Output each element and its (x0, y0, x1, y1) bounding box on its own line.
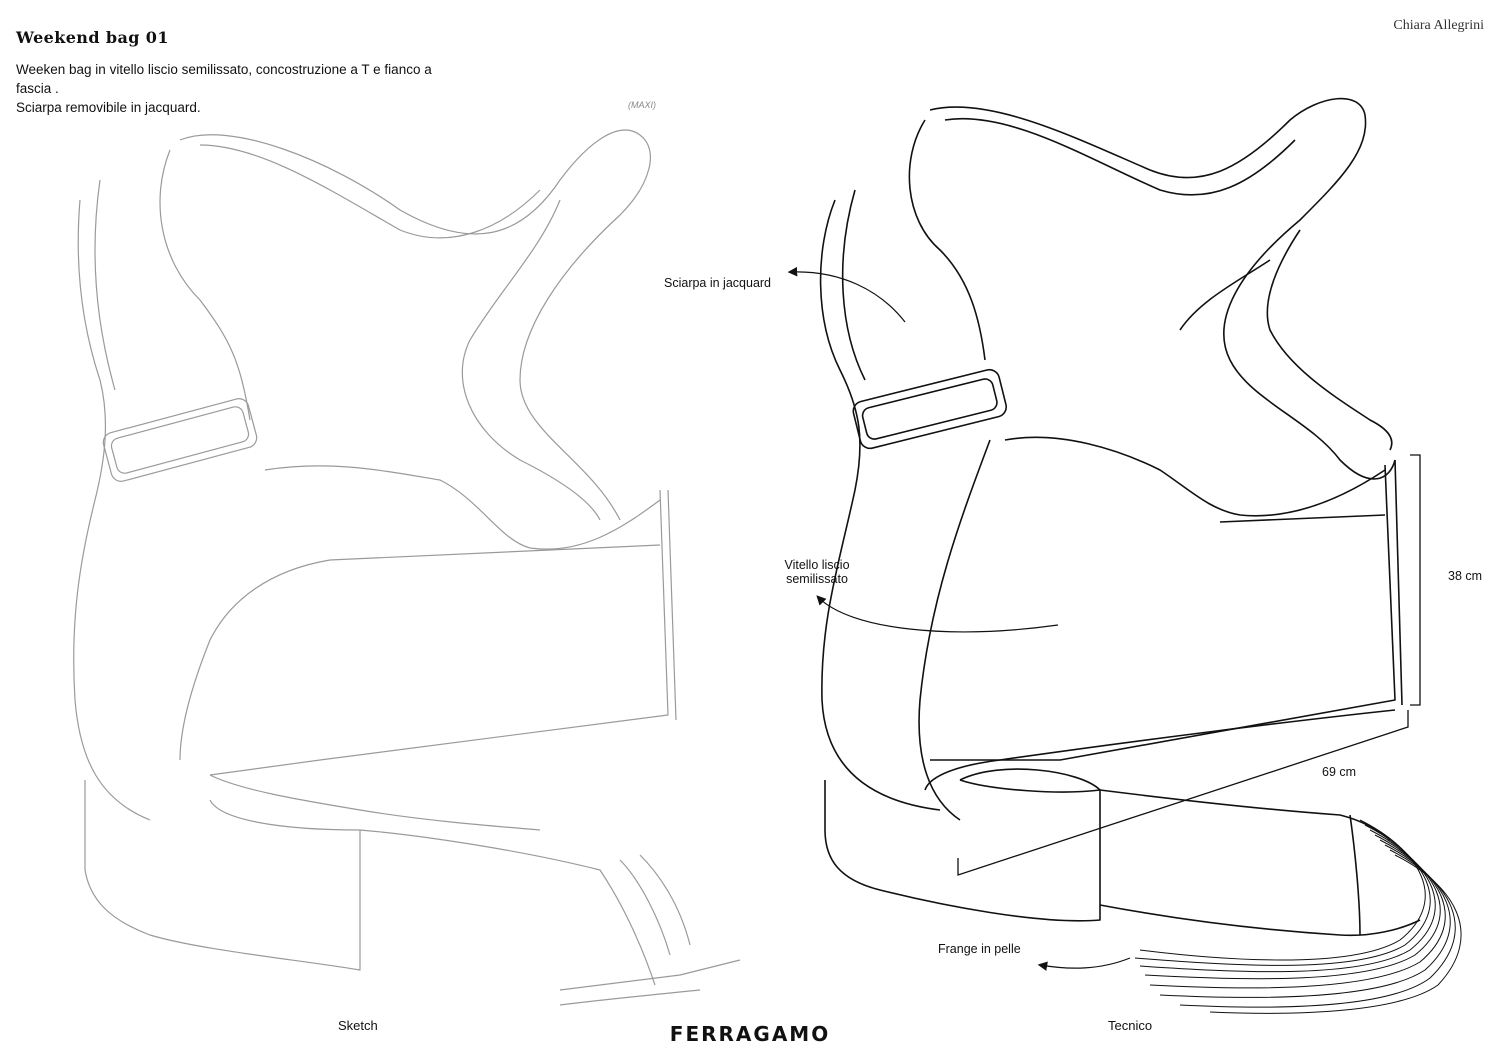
label-leather: Vitello liscio semilissato (772, 558, 862, 586)
dimension-lines (957, 454, 1421, 876)
sketch-note: (MAXI) (628, 100, 656, 110)
description-line: Sciarpa removibile in jacquard. (16, 100, 201, 115)
brand-logo: FERRAGAMO (669, 1022, 831, 1046)
dimension-width: 69 cm (1322, 765, 1357, 779)
caption-sketch: Sketch (338, 1018, 378, 1033)
description: Weeken bag in vitello liscio semilissato… (16, 60, 466, 117)
page-title: Weekend bag 01 (16, 28, 169, 47)
dimension-height: 38 cm (1448, 569, 1483, 583)
bag-sketch (73, 129, 741, 1006)
description-line: fascia . (16, 81, 59, 96)
label-leather-line2: semilissato (786, 572, 848, 586)
caption-technical: Tecnico (1108, 1018, 1153, 1033)
author-name: Chiara Allegrini (1393, 18, 1484, 33)
bag-technical (819, 97, 1421, 937)
annotation-arrows (787, 266, 1131, 971)
label-fringe: Frange in pelle (938, 942, 1021, 956)
label-scarf: Sciarpa in jacquard (664, 276, 772, 290)
label-leather-line1: Vitello liscio (784, 558, 850, 572)
description-line: Weeken bag in vitello liscio semilissato… (16, 62, 432, 77)
fringe-strands (1134, 819, 1462, 1014)
